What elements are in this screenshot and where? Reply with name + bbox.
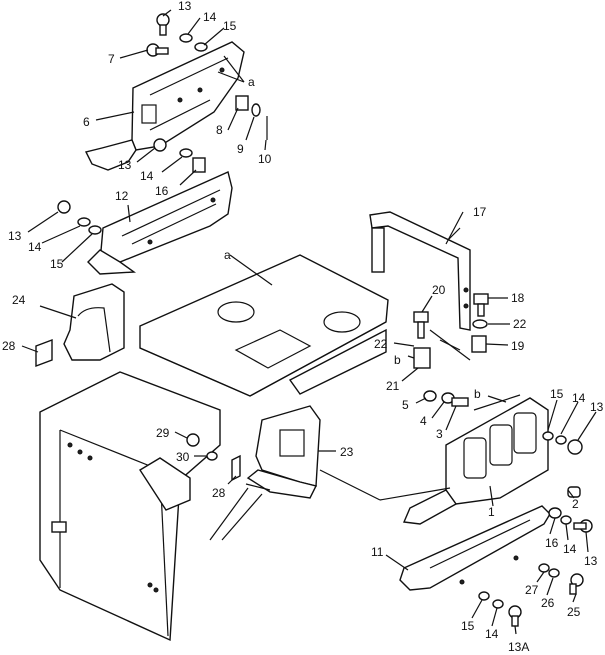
callout-letter: a bbox=[224, 248, 231, 262]
callout-label: 13 bbox=[8, 229, 22, 243]
callout-label: 30 bbox=[176, 450, 190, 464]
callout-label: 29 bbox=[156, 426, 170, 440]
left-fasteners bbox=[27, 200, 131, 263]
callout-label: 6 bbox=[83, 115, 90, 129]
lower-housing bbox=[39, 371, 221, 642]
right-console-1 bbox=[402, 394, 583, 525]
side-panel-24 bbox=[21, 283, 125, 368]
callout-label: 13 bbox=[584, 554, 598, 568]
callout-label: 18 bbox=[511, 291, 525, 305]
callout-label: 26 bbox=[541, 596, 555, 610]
callout-label: 12 bbox=[115, 189, 129, 203]
callout-label: 19 bbox=[511, 339, 525, 353]
lower-plate-11 bbox=[399, 505, 551, 591]
callout-letter: a bbox=[248, 75, 255, 89]
callout-label: 13 bbox=[118, 158, 132, 172]
callout-label: 27 bbox=[525, 583, 539, 597]
callout-label: 23 bbox=[340, 445, 354, 459]
callout-label: 15 bbox=[223, 19, 237, 33]
callout-label: 15 bbox=[50, 257, 64, 271]
right-console-leaders bbox=[487, 395, 597, 507]
right-mid-hardware bbox=[413, 293, 489, 407]
callout-label: 22 bbox=[374, 337, 388, 351]
callout-label: 5 bbox=[402, 398, 409, 412]
callout-label: 24 bbox=[12, 293, 26, 307]
callout-label: 15 bbox=[461, 619, 475, 633]
callout-label: 15 bbox=[550, 387, 564, 401]
callout-label: 1 bbox=[488, 505, 495, 519]
callout-label: 14 bbox=[28, 240, 42, 254]
callout-label: 13A bbox=[508, 640, 529, 654]
callout-label: 8 bbox=[216, 123, 223, 137]
lower-leaders bbox=[385, 517, 589, 635]
center-bracket-23 bbox=[186, 405, 321, 499]
callout-label: 2 bbox=[572, 497, 579, 511]
callout-label: 14 bbox=[563, 542, 577, 556]
callout-label: 11 bbox=[371, 545, 384, 559]
cover-plate-12 bbox=[87, 171, 233, 275]
callout-label: 16 bbox=[155, 184, 169, 198]
callout-label: 13 bbox=[590, 400, 604, 414]
callout-label: 28 bbox=[212, 486, 226, 500]
callout-label: 22 bbox=[513, 317, 527, 331]
right-mid-leaders bbox=[393, 211, 510, 431]
callout-letter: b bbox=[474, 387, 481, 401]
side-frame-17 bbox=[369, 211, 471, 331]
callout-label: 25 bbox=[567, 605, 581, 619]
callout-label: 13 bbox=[178, 0, 192, 13]
callout-label: 14 bbox=[572, 391, 586, 405]
top-fasteners bbox=[146, 13, 268, 173]
callout-label: 17 bbox=[473, 205, 487, 219]
callout-label: 21 bbox=[386, 379, 400, 393]
callout-label: 14 bbox=[140, 169, 154, 183]
top-leaders bbox=[95, 9, 267, 186]
deck-panel bbox=[139, 254, 389, 397]
callout-label: 3 bbox=[436, 427, 443, 441]
callout-label: 7 bbox=[108, 52, 115, 66]
callout-label: 20 bbox=[432, 283, 446, 297]
callout-label: 14 bbox=[203, 10, 217, 24]
callout-label: 28 bbox=[2, 339, 16, 353]
callout-label: 16 bbox=[545, 536, 559, 550]
callout-letter: b bbox=[394, 353, 401, 367]
top-bracket-plate-6 bbox=[84, 41, 245, 171]
lower-fasteners bbox=[478, 507, 593, 627]
center-leaders bbox=[174, 431, 451, 541]
callout-label: 4 bbox=[420, 414, 427, 428]
callout-label: 9 bbox=[237, 142, 244, 156]
callout-label: 14 bbox=[485, 627, 499, 641]
callout-label: 10 bbox=[258, 152, 272, 166]
